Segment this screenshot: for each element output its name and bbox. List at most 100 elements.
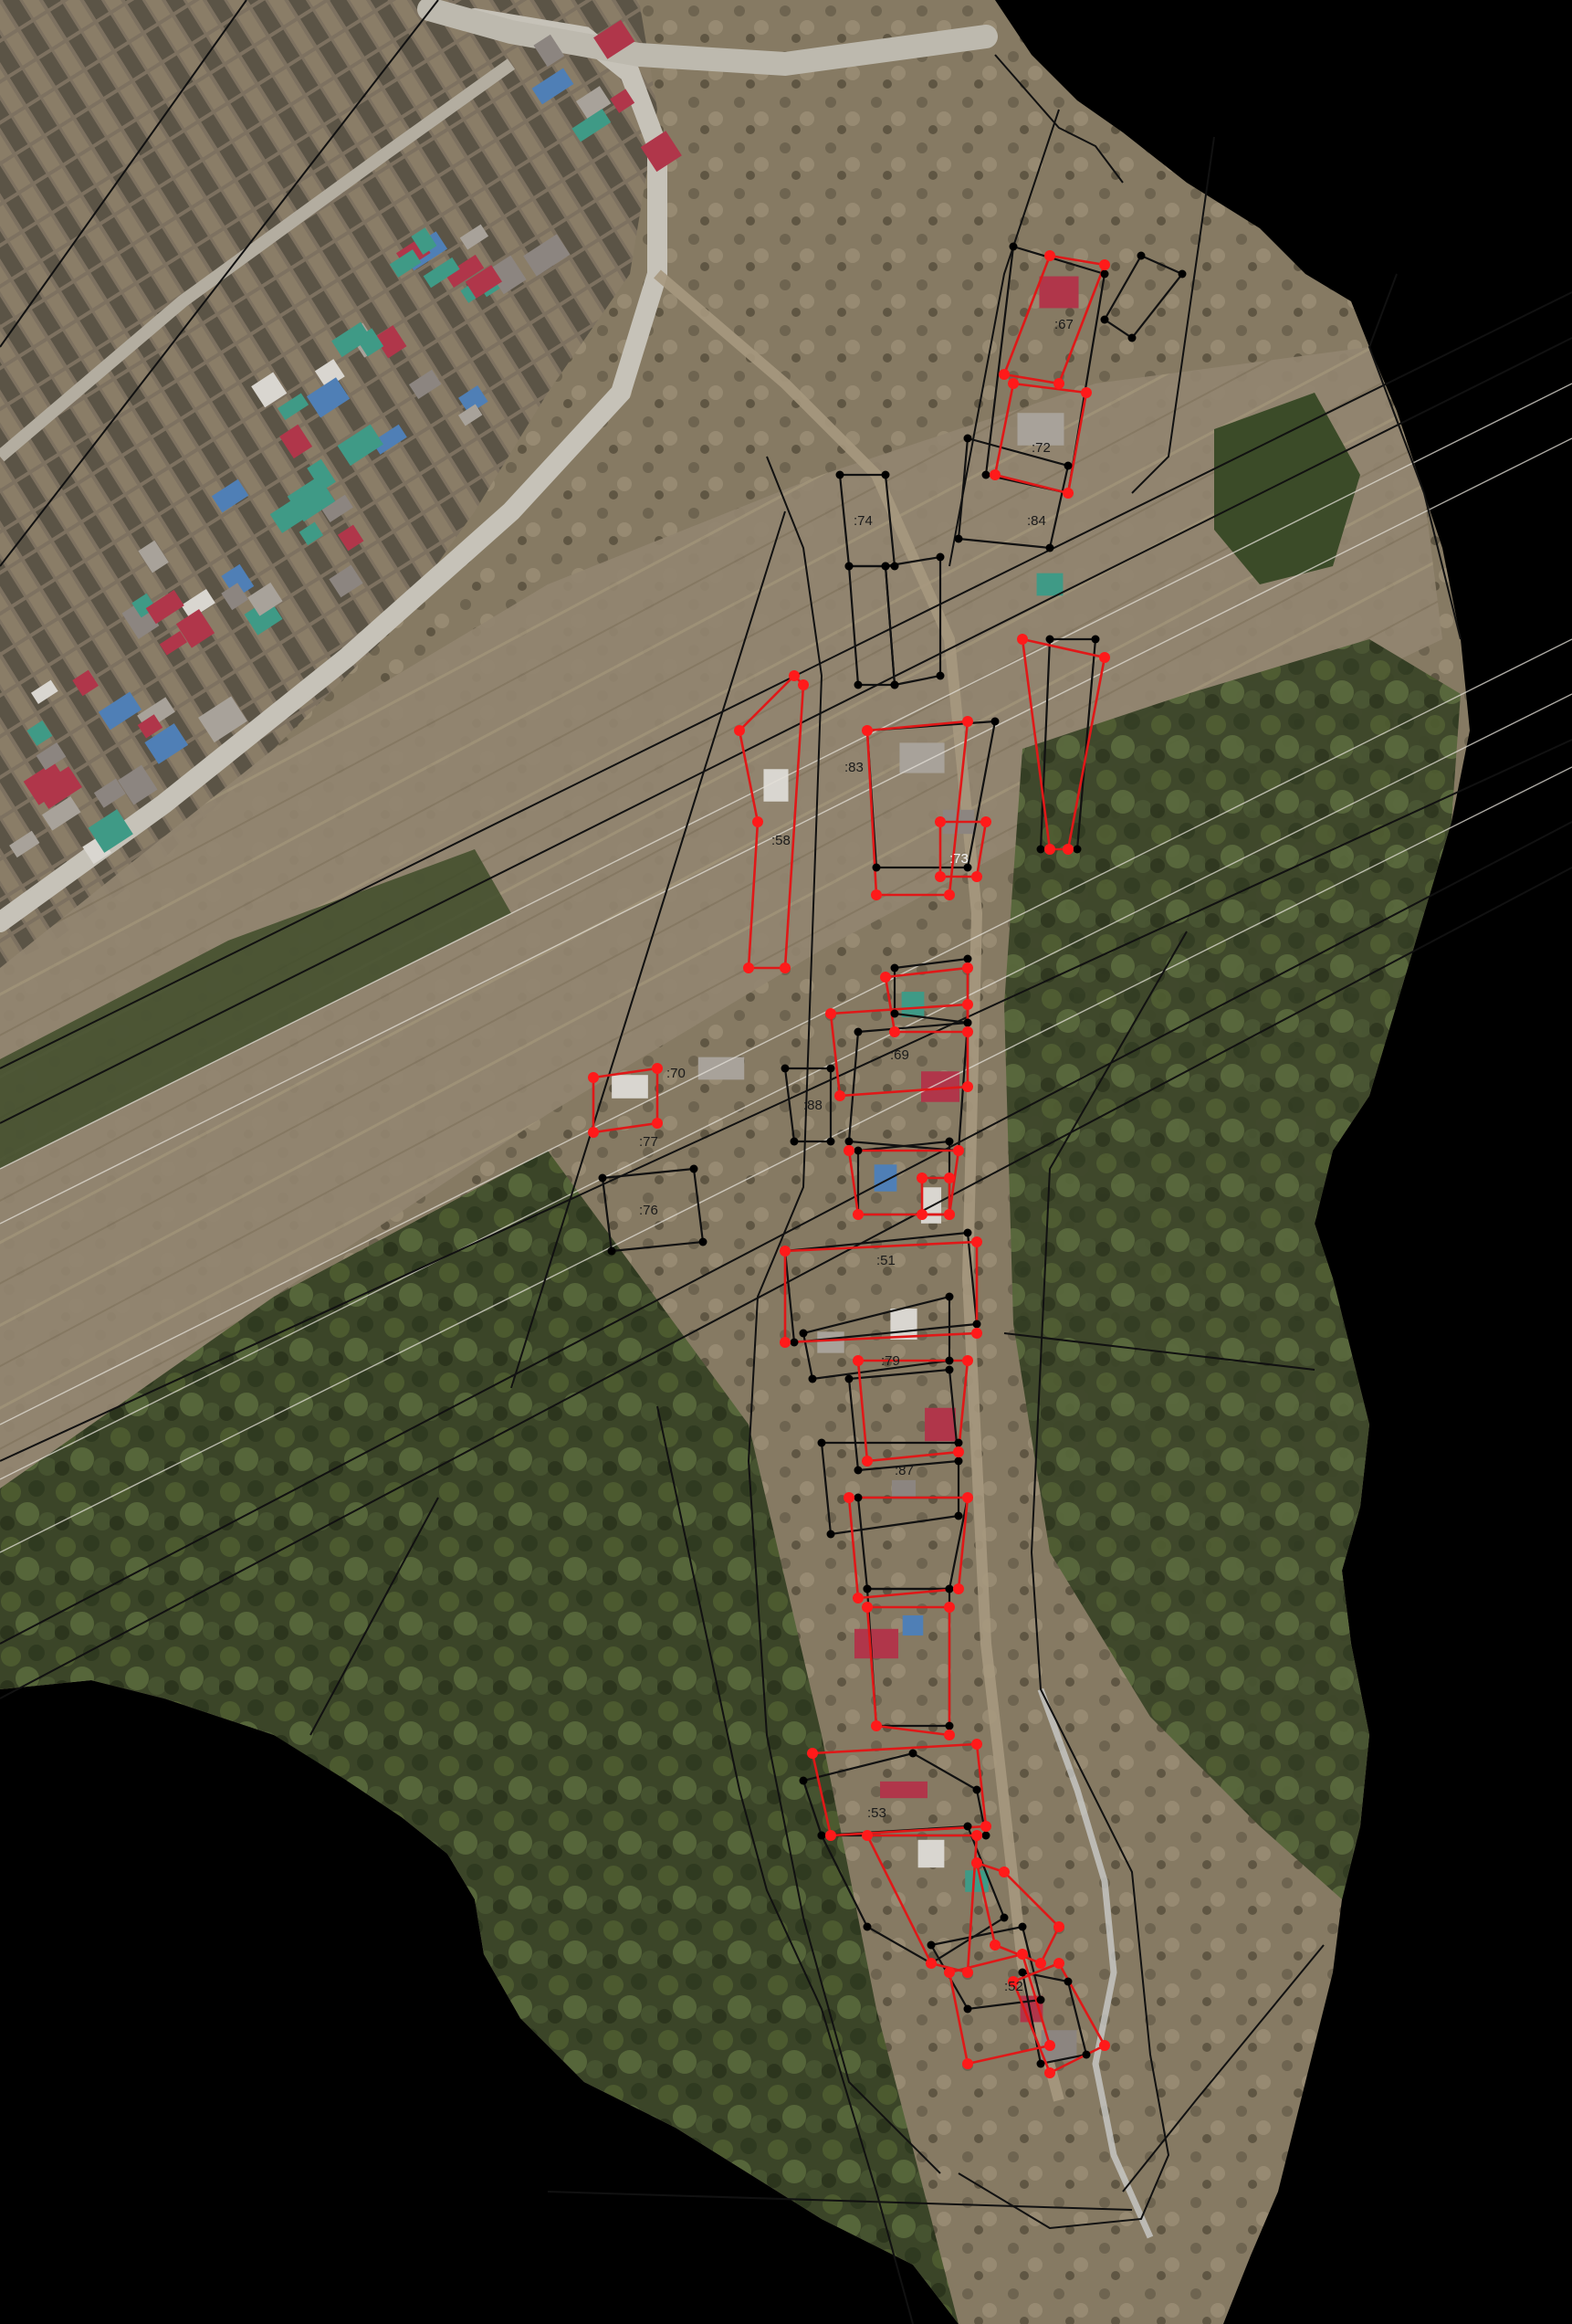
vertex-marker [752,816,763,827]
vertex-marker [971,1830,982,1841]
vertex-marker [862,1456,873,1467]
vertex-marker [936,671,945,680]
vertex-marker [1017,1949,1028,1960]
vertex-marker [971,1236,982,1247]
building [523,234,571,277]
building [41,795,81,831]
vertex-marker [963,1228,972,1237]
vertex-marker [954,1456,963,1466]
vertex-marker [962,1355,973,1366]
vertex-marker [1099,259,1110,270]
building [211,478,249,513]
building [9,830,40,858]
vertex-marker [881,562,890,571]
vertex-marker [844,1492,854,1503]
building [299,521,324,546]
vertex-marker [1044,250,1055,261]
vertex-marker [971,871,982,882]
vertex-marker [1036,845,1045,854]
vertex-marker [862,1602,873,1613]
building [337,424,383,467]
vertex-marker [780,1337,791,1348]
vertex-marker [954,1511,963,1520]
vertex-marker [944,889,955,900]
vertex-marker [981,1831,990,1840]
vertex-marker [1000,1913,1009,1922]
vertex-marker [890,1009,899,1018]
building [890,1309,917,1340]
vertex-marker [734,725,745,736]
building [306,377,351,418]
building [26,720,53,746]
building [118,764,158,805]
vertex-marker [854,1146,863,1155]
building [411,227,437,255]
vertex-marker [652,1118,663,1129]
building [854,1628,899,1659]
vertex-marker [945,1137,954,1146]
vertex-marker [844,1374,854,1383]
building [331,321,372,358]
building [251,372,288,408]
building [321,494,353,523]
building [423,257,460,289]
building [612,1075,648,1099]
vertex-marker [1064,1977,1073,1986]
vertex-marker [917,1173,927,1183]
plot-label: :69 [890,1047,909,1063]
building [899,742,945,773]
plot-label: :76 [639,1203,658,1218]
building [610,89,635,113]
vertex-marker [1044,844,1055,855]
vertex-marker [844,1145,854,1156]
vertex-marker [1091,635,1100,644]
vertex-marker [1018,1922,1027,1931]
vertex-marker [698,1237,707,1246]
vertex-marker [781,1064,790,1073]
vertex-marker [826,1530,835,1539]
building [1036,573,1064,596]
vertex-marker [945,1721,954,1730]
vertex-marker [944,1730,955,1740]
vertex-marker [1137,251,1146,260]
building [88,809,133,853]
vertex-marker [945,1584,954,1593]
vertex-marker [890,680,899,689]
vertex-marker [1127,333,1137,342]
plot-label: :53 [867,1805,886,1821]
vertex-marker [1053,1958,1064,1969]
plot-label: :79 [881,1353,900,1369]
vertex-marker [1099,652,1110,663]
vertex-marker [962,1026,973,1037]
vertex-marker [825,1008,836,1019]
building [389,249,422,278]
building [175,609,215,648]
vertex-marker [789,670,800,681]
open-field [0,347,1442,1488]
vertex-marker [962,1081,973,1092]
building [697,1057,745,1080]
building [571,109,612,142]
vertex-marker [780,1246,791,1257]
building [445,254,485,289]
vertex-marker [1063,844,1074,855]
vertex-marker [908,1749,917,1758]
plot-label: :84 [1027,513,1046,529]
forest-lower-left [0,1151,959,2324]
vertex-marker [962,2058,973,2069]
vertex-marker [1045,635,1054,644]
vertex-marker [881,470,890,479]
vertex-marker [1100,315,1109,324]
building [458,404,483,426]
vertex-marker [990,717,1000,726]
vertex-marker [990,469,1001,480]
vertex-marker [953,1583,964,1594]
vertex-marker [862,725,873,736]
building [575,86,612,120]
vertex-marker [862,1830,873,1841]
building [35,766,82,809]
vertex-marker [1064,461,1073,470]
building [533,34,565,68]
building [244,598,283,636]
